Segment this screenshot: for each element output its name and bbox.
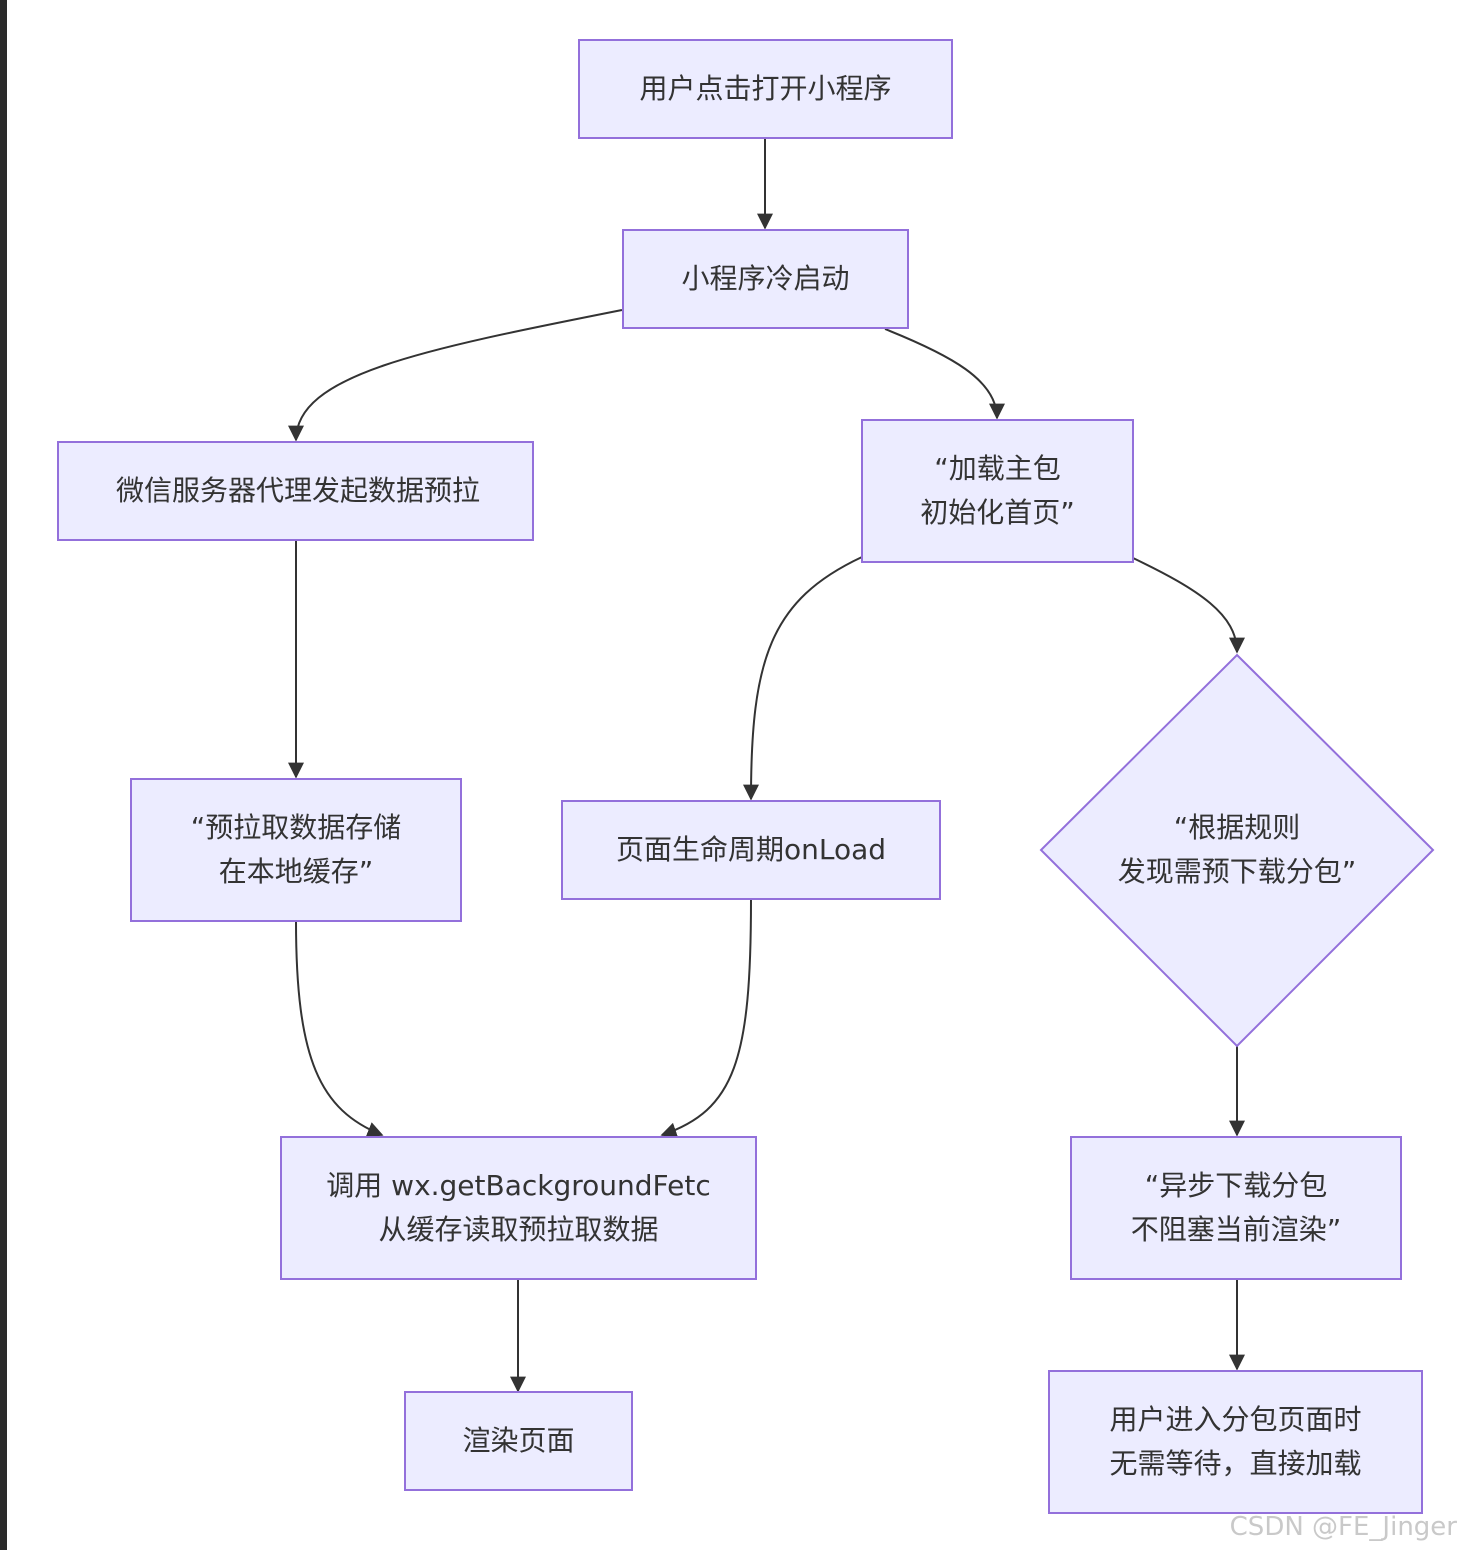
node-onload-line-1: 页面生命周期onLoad bbox=[615, 833, 887, 866]
watermark: CSDN @FE_Jinger bbox=[1229, 1512, 1457, 1542]
node-store-cache-line-1: “预拉取数据存储 bbox=[190, 811, 402, 844]
node-enter-subpkg: 用户进入分包页面时 无需等待，直接加载 bbox=[1048, 1370, 1423, 1514]
node-get-fetch: 调用 wx.getBackgroundFetc 从缓存读取预拉取数据 bbox=[280, 1136, 757, 1280]
node-rule-decision: “根据规则 发现需预下载分包” bbox=[1061, 760, 1413, 940]
node-rule-decision-line-2: 发现需预下载分包” bbox=[1117, 855, 1357, 888]
node-enter-subpkg-line-1: 用户进入分包页面时 bbox=[1109, 1403, 1362, 1436]
node-async-download-line-1: “异步下载分包 bbox=[1144, 1169, 1328, 1202]
node-rule-decision-line-1: “根据规则 bbox=[1173, 811, 1301, 844]
node-load-main-line-2: 初始化首页” bbox=[920, 496, 1075, 529]
node-store-cache-line-2: 在本地缓存” bbox=[218, 855, 374, 888]
node-get-fetch-line-2: 从缓存读取预拉取数据 bbox=[378, 1213, 659, 1246]
node-cold-start-line-1: 小程序冷启动 bbox=[681, 262, 850, 295]
node-open-app: 用户点击打开小程序 bbox=[578, 39, 953, 139]
node-store-cache: “预拉取数据存储 在本地缓存” bbox=[130, 778, 462, 922]
node-render: 渲染页面 bbox=[404, 1391, 633, 1491]
node-onload: 页面生命周期onLoad bbox=[561, 800, 941, 900]
node-load-main-line-1: “加载主包 bbox=[934, 452, 1061, 485]
node-async-download: “异步下载分包 不阻塞当前渲染” bbox=[1070, 1136, 1402, 1280]
edge-loadmain-to-onload bbox=[743, 556, 863, 801]
edge-coldstart-to-prefetch bbox=[288, 309, 623, 442]
left-edge-strip bbox=[0, 0, 7, 1550]
node-render-line-1: 渲染页面 bbox=[462, 1424, 575, 1457]
node-enter-subpkg-line-2: 无需等待，直接加载 bbox=[1109, 1447, 1362, 1480]
node-load-main: “加载主包 初始化首页” bbox=[861, 419, 1134, 563]
node-async-download-line-2: 不阻塞当前渲染” bbox=[1130, 1213, 1342, 1246]
edge-coldstart-to-loadmain bbox=[884, 328, 1005, 420]
node-prefetch-line-1: 微信服务器代理发起数据预拉 bbox=[115, 474, 480, 507]
edge-loadmain-to-decision bbox=[1132, 557, 1245, 654]
node-get-fetch-line-1: 调用 wx.getBackgroundFetc bbox=[326, 1169, 711, 1202]
decision-diamond bbox=[1039, 653, 1435, 1048]
node-open-app-line-1: 用户点击打开小程序 bbox=[639, 72, 892, 105]
node-prefetch: 微信服务器代理发起数据预拉 bbox=[57, 441, 534, 541]
node-cold-start: 小程序冷启动 bbox=[622, 229, 909, 329]
edge-storecache-to-getfetch bbox=[295, 920, 384, 1138]
edge-onload-to-getfetch bbox=[660, 898, 752, 1138]
